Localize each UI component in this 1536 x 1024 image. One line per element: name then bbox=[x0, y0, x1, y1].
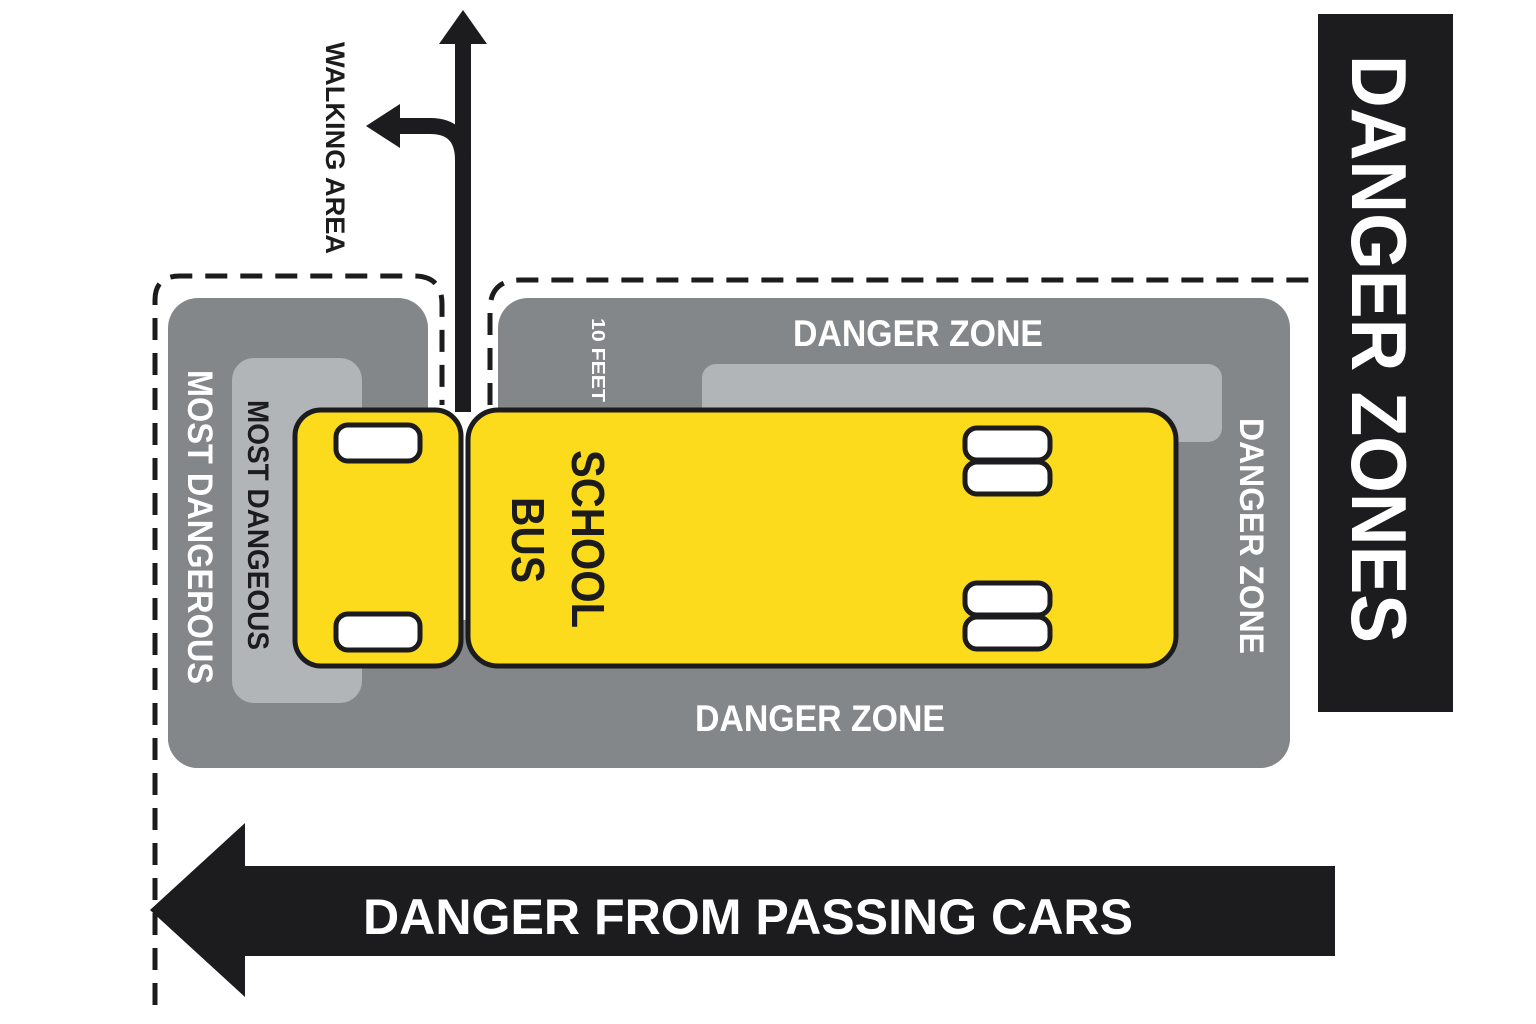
danger-zone-right-label: DANGER ZONE bbox=[1232, 418, 1270, 654]
front-dashed-boundary bbox=[152, 273, 445, 1005]
walking-area-up-arrowhead bbox=[439, 10, 487, 44]
bus-wheel-rear-bottom-a bbox=[962, 580, 1053, 618]
danger-zones-title-box bbox=[1318, 14, 1453, 712]
danger-zone-bottom-label: DANGER ZONE bbox=[695, 698, 945, 739]
bus-wheel-rear-top-a bbox=[962, 425, 1053, 463]
school-bus-label-line2: BUS bbox=[502, 497, 554, 583]
ten-feet-label: 10 FEET bbox=[588, 318, 608, 402]
danger-zone-top-label: DANGER ZONE bbox=[793, 313, 1043, 354]
passing-cars-label: DANGER FROM PASSING CARS bbox=[363, 889, 1133, 945]
bus-wheel-rear-top-b bbox=[962, 459, 1053, 497]
passing-cars-arrow bbox=[150, 823, 1335, 997]
danger-zones-title: DANGER ZONES bbox=[1335, 55, 1423, 643]
walking-area-label: WALKING AREA bbox=[320, 42, 350, 254]
bus-cab bbox=[292, 407, 464, 669]
walking-area-left-arrow bbox=[395, 118, 471, 175]
most-dangerous-inner-label: MOST DANGEOUS bbox=[241, 400, 274, 650]
most-dangerous-outer-label: MOST DANGEROUS bbox=[180, 370, 219, 684]
bus-wheel-front-bottom bbox=[333, 611, 423, 653]
school-bus-label-line1: SCHOOL bbox=[562, 450, 614, 628]
bus-wheel-rear-bottom-b bbox=[962, 614, 1053, 652]
bus-wheel-front-top bbox=[333, 422, 423, 464]
walking-area-left-arrowhead bbox=[366, 104, 400, 148]
side-dashed-boundary bbox=[487, 277, 1320, 405]
